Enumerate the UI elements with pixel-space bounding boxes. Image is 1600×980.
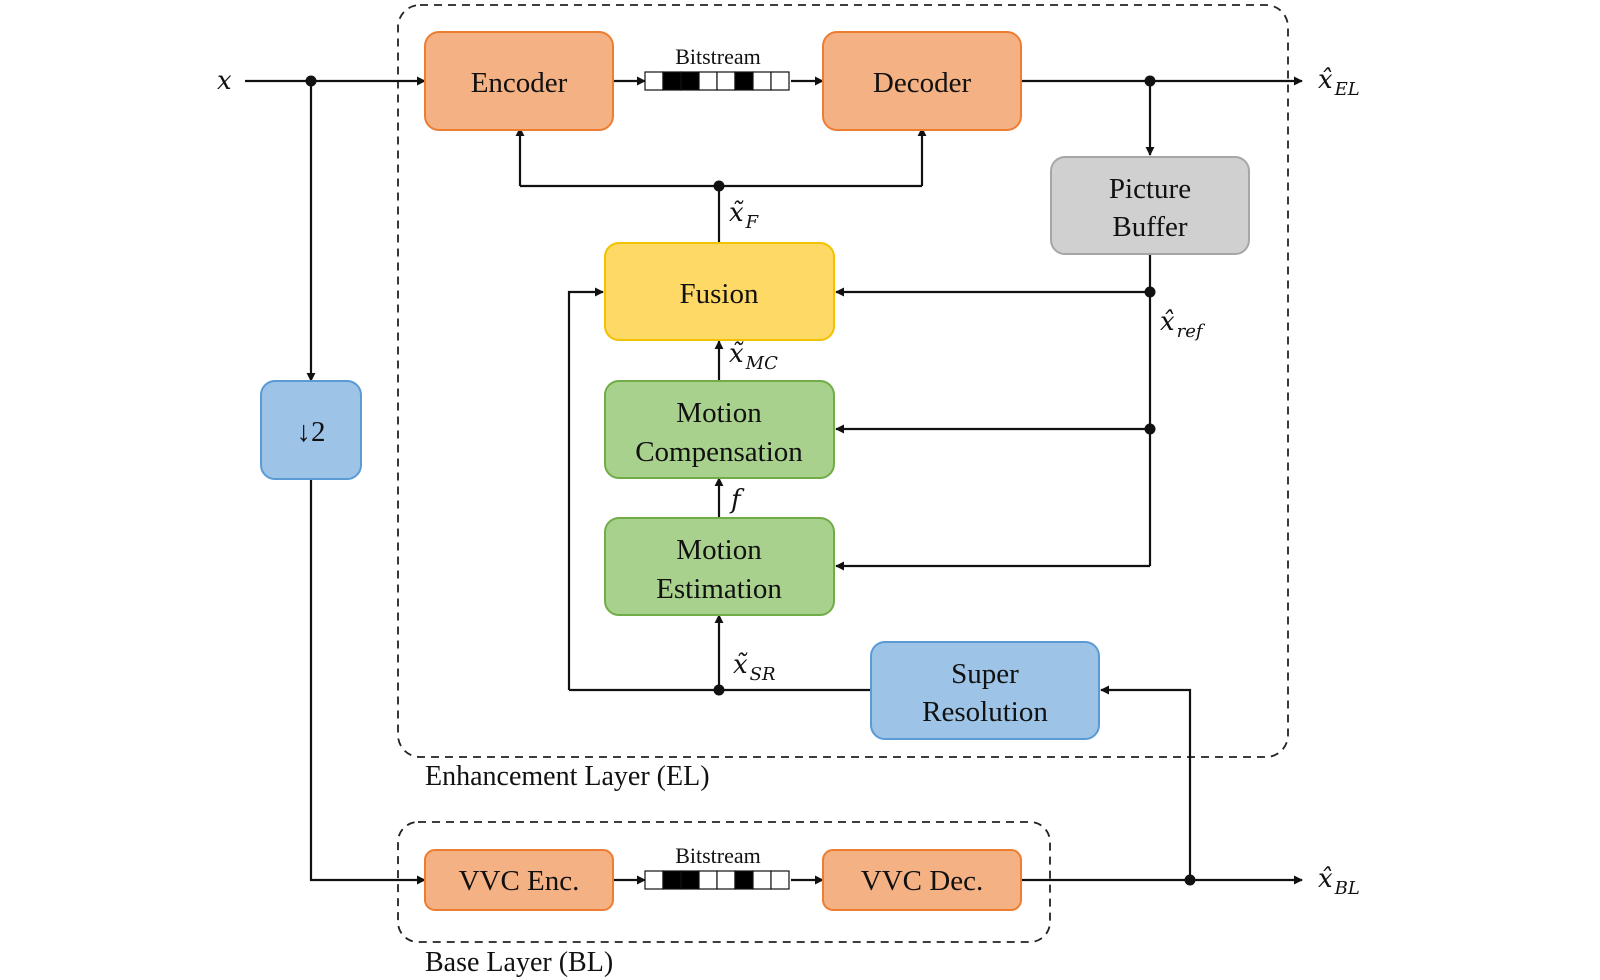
bl-bitstream: [644, 870, 790, 890]
svg-text:Motion: Motion: [676, 397, 762, 429]
junction-dot: [713, 684, 725, 696]
bitstream-cell: [716, 71, 736, 91]
svg-text:VVC Enc.: VVC Enc.: [459, 865, 580, 897]
label-x-sr: x̃SR: [733, 650, 776, 685]
svg-text:Encoder: Encoder: [471, 67, 568, 99]
bitstream-cell: [662, 71, 682, 91]
bitstream-cell: [734, 71, 754, 91]
junction-dot: [1144, 286, 1156, 298]
label-x: x: [217, 66, 232, 96]
svg-text:Estimation: Estimation: [656, 573, 782, 605]
svg-text:Super: Super: [951, 658, 1019, 690]
downsample-block: ↓2: [260, 380, 362, 480]
bitstream-cell: [662, 870, 682, 890]
vvc-decoder-block: VVC Dec.: [822, 849, 1022, 911]
picture-buffer-block: Picture Buffer: [1050, 156, 1250, 255]
junction-dot: [305, 75, 317, 87]
label-x-ref: x̂ref: [1160, 307, 1206, 342]
svg-text:Fusion: Fusion: [680, 278, 759, 310]
svg-text:Buffer: Buffer: [1112, 211, 1188, 243]
encoder-block: Encoder: [424, 31, 614, 131]
enhancement-layer-frame: [397, 4, 1289, 758]
bitstream-cell: [644, 71, 664, 91]
junction-dot: [1144, 75, 1156, 87]
label-x-mc: x̃MC: [729, 339, 778, 374]
svg-text:↓2: ↓2: [297, 416, 326, 448]
bitstream-cell: [716, 870, 736, 890]
enhancement-layer-label: Enhancement Layer (EL): [425, 761, 710, 792]
bl-bitstream-label: Bitstream: [675, 843, 761, 868]
label-x-f: x̃F: [729, 198, 760, 233]
junction-dot: [713, 180, 725, 192]
bitstream-cell: [734, 870, 754, 890]
svg-text:Compensation: Compensation: [635, 436, 803, 468]
bitstream-cell: [752, 870, 772, 890]
vvc-encoder-block: VVC Enc.: [424, 849, 614, 911]
bitstream-cell: [698, 870, 718, 890]
el-bitstream-label: Bitstream: [675, 44, 761, 69]
motion-estimation-block: Motion Estimation: [604, 517, 835, 616]
label-x-bl: x̂BL: [1318, 864, 1360, 899]
svg-text:Motion: Motion: [676, 534, 762, 566]
svg-text:Picture: Picture: [1109, 173, 1191, 205]
junction-dot: [1184, 874, 1196, 886]
base-layer-label: Base Layer (BL): [425, 947, 613, 978]
fusion-block: Fusion: [604, 242, 835, 341]
bitstream-cell: [680, 870, 700, 890]
svg-text:Decoder: Decoder: [873, 67, 972, 99]
bitstream-cell: [770, 71, 790, 91]
bitstream-cell: [752, 71, 772, 91]
super-resolution-block: Super Resolution: [870, 641, 1100, 740]
bitstream-cell: [680, 71, 700, 91]
bitstream-cell: [698, 71, 718, 91]
bitstream-cell: [644, 870, 664, 890]
el-bitstream: [644, 71, 790, 91]
junction-dot: [1144, 423, 1156, 435]
svg-text:Resolution: Resolution: [922, 696, 1048, 728]
decoder-block: Decoder: [822, 31, 1022, 131]
label-x-el: x̂EL: [1318, 65, 1360, 100]
label-f: f: [729, 485, 745, 515]
bitstream-cell: [770, 870, 790, 890]
motion-compensation-block: Motion Compensation: [604, 380, 835, 479]
svg-text:VVC Dec.: VVC Dec.: [861, 865, 983, 897]
